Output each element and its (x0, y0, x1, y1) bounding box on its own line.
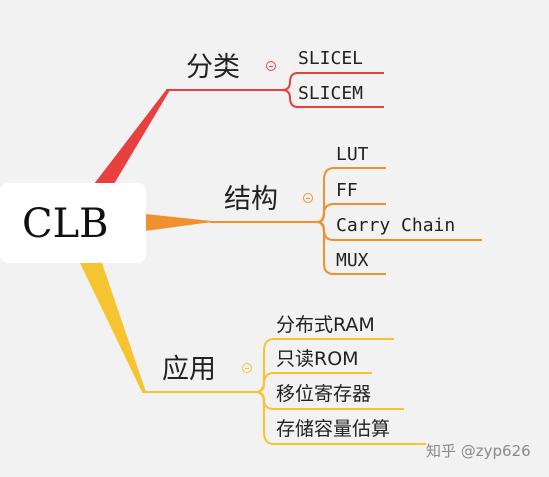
leaf-ff[interactable]: FF (336, 180, 358, 201)
leaf-mux[interactable]: MUX (336, 250, 369, 271)
connector-mux (316, 221, 335, 275)
leaf-shift-register[interactable]: 移位寄存器 (276, 383, 372, 405)
branch-wedge-structure (145, 214, 212, 231)
leaf-lut[interactable]: LUT (336, 144, 369, 165)
connector-slicel (281, 72, 299, 91)
connector-capacity-estimate (255, 391, 275, 445)
connector-carry-chain (316, 221, 335, 241)
watermark: 知乎 @zyp626 (426, 442, 531, 460)
connector-slicem (281, 89, 299, 108)
branch-wedge-classification (94, 90, 170, 184)
leaf-slicel[interactable]: SLICEL (298, 48, 364, 69)
collapse-toggle-icon[interactable] (266, 61, 276, 71)
leaf-carry-chain[interactable]: Carry Chain (336, 215, 456, 236)
root-node[interactable] (0, 183, 146, 263)
branch-label-application[interactable]: 应用 (162, 354, 216, 385)
leaf-slicem[interactable]: SLICEM (298, 83, 364, 104)
branch-wedge-application (80, 263, 146, 392)
connector-lut (316, 167, 335, 223)
branch-label-classification[interactable]: 分类 (186, 52, 240, 83)
root-label: CLB (22, 201, 109, 247)
collapse-toggle-icon[interactable] (303, 193, 313, 203)
leaf-rom[interactable]: 只读ROM (276, 348, 359, 370)
connector-rom (255, 372, 275, 393)
leaf-distributed-ram[interactable]: 分布式RAM (276, 314, 375, 336)
collapse-toggle-icon[interactable] (242, 363, 252, 373)
branch-label-structure[interactable]: 结构 (224, 184, 278, 215)
connector-ff (316, 203, 335, 223)
leaf-capacity-estimate[interactable]: 存储容量估算 (276, 418, 391, 440)
